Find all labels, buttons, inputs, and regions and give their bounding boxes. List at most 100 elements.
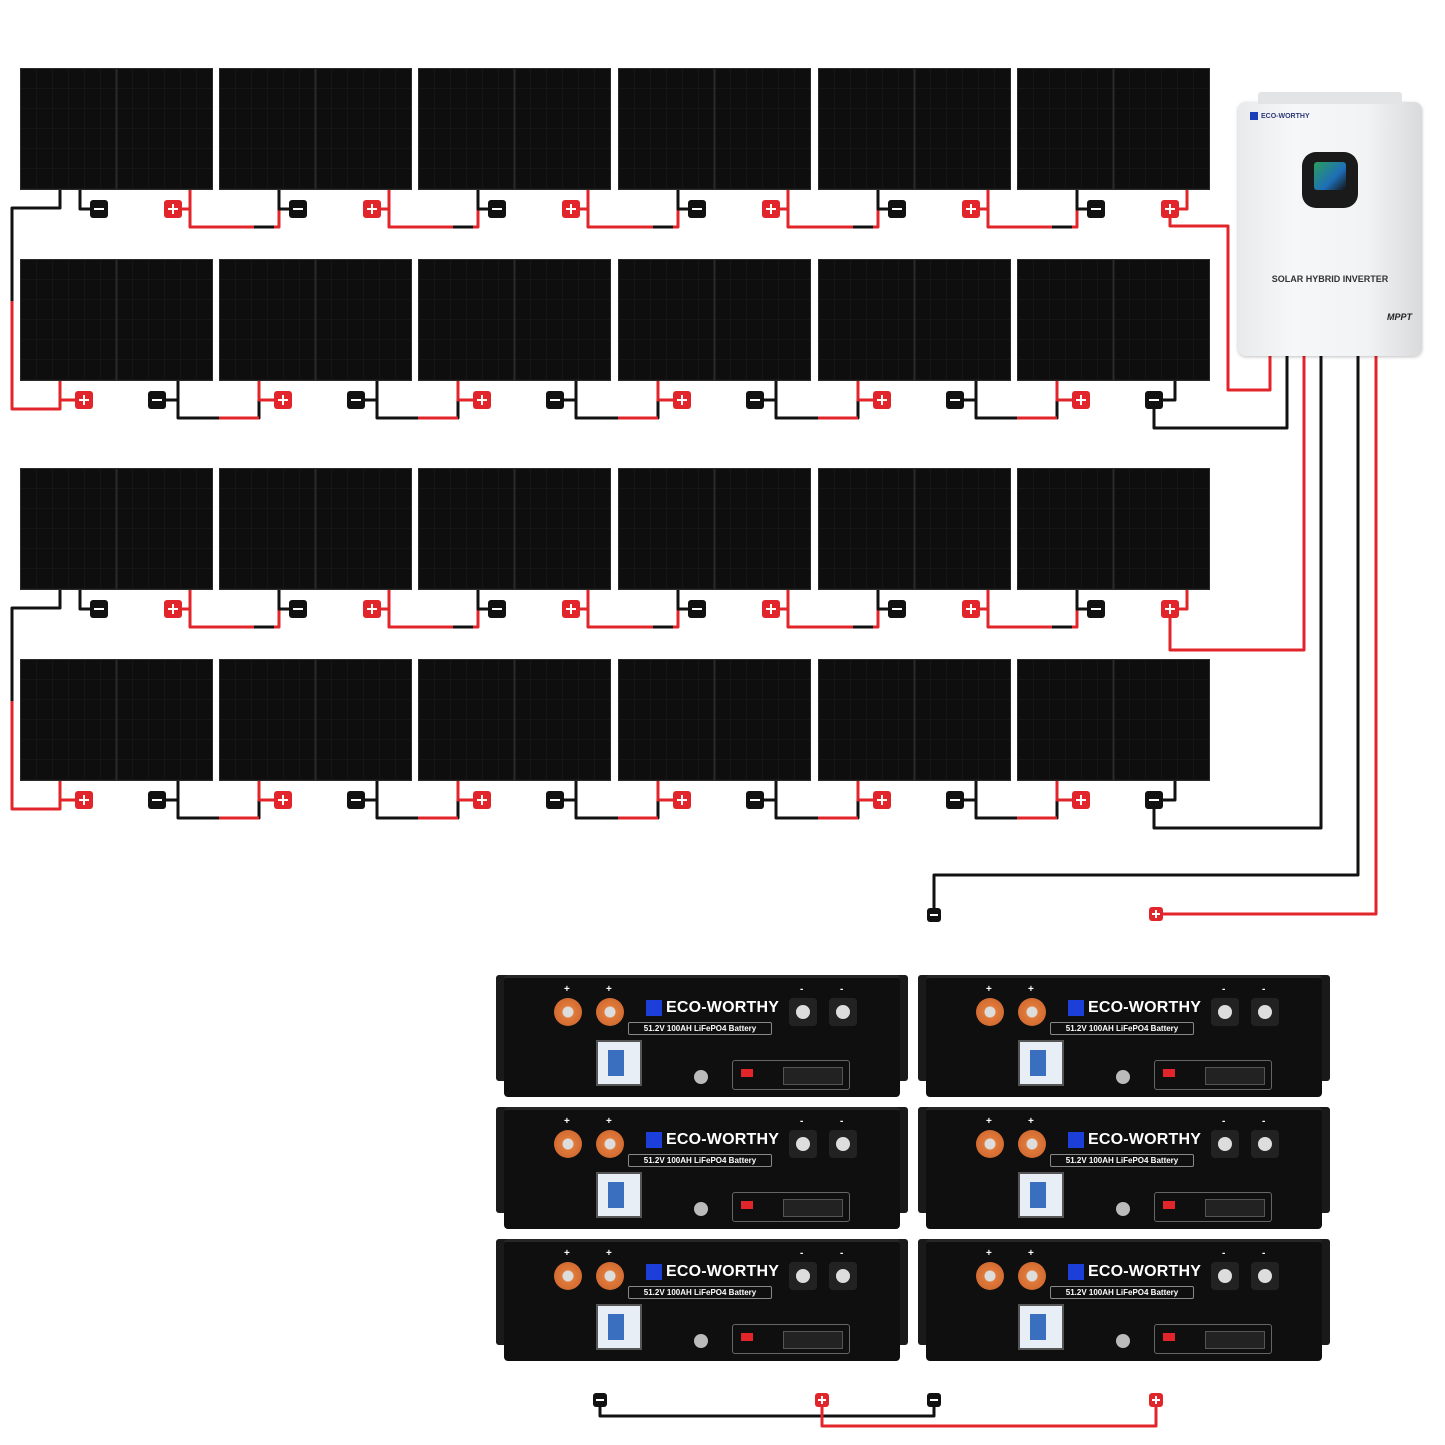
battery-positive-post: [1018, 1130, 1046, 1158]
string-loop-neg: [10, 590, 62, 701]
inverter-brand-label: ECO-WORTHY: [1261, 112, 1310, 120]
panel-pos-lead: [656, 781, 673, 802]
solar-panel: [1017, 68, 1210, 190]
battery-brand-label: ECO-WORTHY: [666, 1131, 780, 1148]
panel-neg-lead: [676, 190, 688, 211]
negative-terminal-icon: [347, 391, 365, 409]
battery-negative-post: [1211, 998, 1239, 1026]
positive-terminal-icon: [562, 200, 580, 218]
inverter-title: SOLAR HYBRID INVERTER: [1271, 274, 1389, 284]
positive-sign: +: [986, 1116, 992, 1127]
positive-terminal-icon: [1161, 200, 1179, 218]
negative-sign: -: [840, 984, 844, 995]
panel-neg-lead: [564, 781, 578, 802]
solar-panel: [219, 468, 412, 590]
brand-logo-icon: [1068, 1000, 1084, 1016]
panel-pos-lead: [1055, 381, 1072, 402]
positive-sign: +: [564, 1248, 570, 1259]
solar-panel: [219, 659, 412, 781]
solar-panel: [20, 659, 213, 781]
solar-panel: [818, 259, 1011, 381]
negative-terminal-icon: [546, 791, 564, 809]
panel-neg-lead: [564, 381, 578, 402]
string1-neg-to-inverter: [1152, 356, 1289, 430]
battery-negative-post: [1251, 1262, 1279, 1290]
battery-positive-post: [976, 1130, 1004, 1158]
negative-terminal-icon: [148, 391, 166, 409]
battery-negative-post: [829, 998, 857, 1026]
string-loop-pos: [10, 701, 62, 811]
panel-neg-lead: [1075, 590, 1087, 611]
battery-positive-post: [976, 1262, 1004, 1290]
positive-terminal-icon: [274, 791, 292, 809]
positive-terminal-icon: [962, 200, 980, 218]
panel-neg-lead: [476, 190, 488, 211]
negative-terminal-icon: [946, 391, 964, 409]
negative-terminal-icon: [90, 600, 108, 618]
negative-sign: -: [1222, 1116, 1226, 1127]
panel-neg-lead: [764, 781, 778, 802]
panel-pos-lead: [1179, 190, 1189, 211]
panel-neg-lead: [876, 590, 888, 611]
negative-terminal-icon: [946, 791, 964, 809]
positive-terminal-icon: [1149, 1393, 1163, 1407]
brand-logo-icon: [646, 1264, 662, 1280]
battery-negative-post: [1251, 1130, 1279, 1158]
battery-breaker: [1018, 1172, 1064, 1218]
battery-positive-post: [976, 998, 1004, 1026]
battery-negative-post: [1211, 1262, 1239, 1290]
battery-negative-post: [789, 998, 817, 1026]
positive-terminal-icon: [1149, 907, 1163, 921]
series-jumper: [176, 381, 261, 420]
panel-pos-lead: [580, 190, 590, 211]
panel-pos-lead: [182, 190, 192, 211]
battery-negative-post: [1211, 1130, 1239, 1158]
positive-terminal-icon: [762, 200, 780, 218]
battery-model-label: 51.2V 100AH LiFePO4 Battery: [1050, 1286, 1194, 1299]
solar-panel: [1017, 659, 1210, 781]
series-jumper: [375, 381, 460, 420]
negative-terminal-icon: [289, 200, 307, 218]
positive-terminal-icon: [473, 791, 491, 809]
panel-pos-lead: [58, 781, 75, 802]
negative-sign: -: [800, 1248, 804, 1259]
panel-neg-lead: [78, 590, 90, 611]
string2-pos-to-inverter: [1168, 356, 1306, 652]
series-jumper: [786, 590, 880, 629]
negative-terminal-icon: [1145, 791, 1163, 809]
battery-brand: ECO-WORTHY: [1068, 1263, 1201, 1281]
negative-terminal-icon: [347, 791, 365, 809]
solar-panel: [418, 68, 611, 190]
battery-brand-label: ECO-WORTHY: [1088, 1131, 1202, 1148]
series-jumper: [974, 781, 1059, 820]
brand-logo-icon: [1250, 112, 1258, 120]
battery-negative-post: [829, 1130, 857, 1158]
string-loop-pos: [10, 301, 62, 411]
panel-neg-lead: [1163, 781, 1177, 802]
battery-positive-post: [1018, 1262, 1046, 1290]
solar-panel: [618, 468, 811, 590]
battery-breaker: [596, 1304, 642, 1350]
series-jumper: [586, 190, 680, 229]
panel-pos-lead: [856, 781, 873, 802]
positive-terminal-icon: [1072, 791, 1090, 809]
panel-pos-lead: [182, 590, 192, 611]
inverter-screen: [1314, 162, 1346, 190]
positive-sign: +: [606, 984, 612, 995]
negative-sign: -: [1262, 1248, 1266, 1259]
string-loop-neg: [10, 190, 62, 301]
series-jumper: [188, 590, 281, 629]
positive-sign: +: [986, 984, 992, 995]
negative-terminal-icon: [888, 600, 906, 618]
battery-bus-neg: [598, 1400, 936, 1418]
solar-panel: [219, 259, 412, 381]
panel-neg-lead: [166, 381, 180, 402]
negative-terminal-icon: [1087, 200, 1105, 218]
battery-positive-post: [554, 998, 582, 1026]
series-jumper: [974, 381, 1059, 420]
string1-pos-to-inverter: [1168, 200, 1272, 392]
positive-terminal-icon: [1161, 600, 1179, 618]
